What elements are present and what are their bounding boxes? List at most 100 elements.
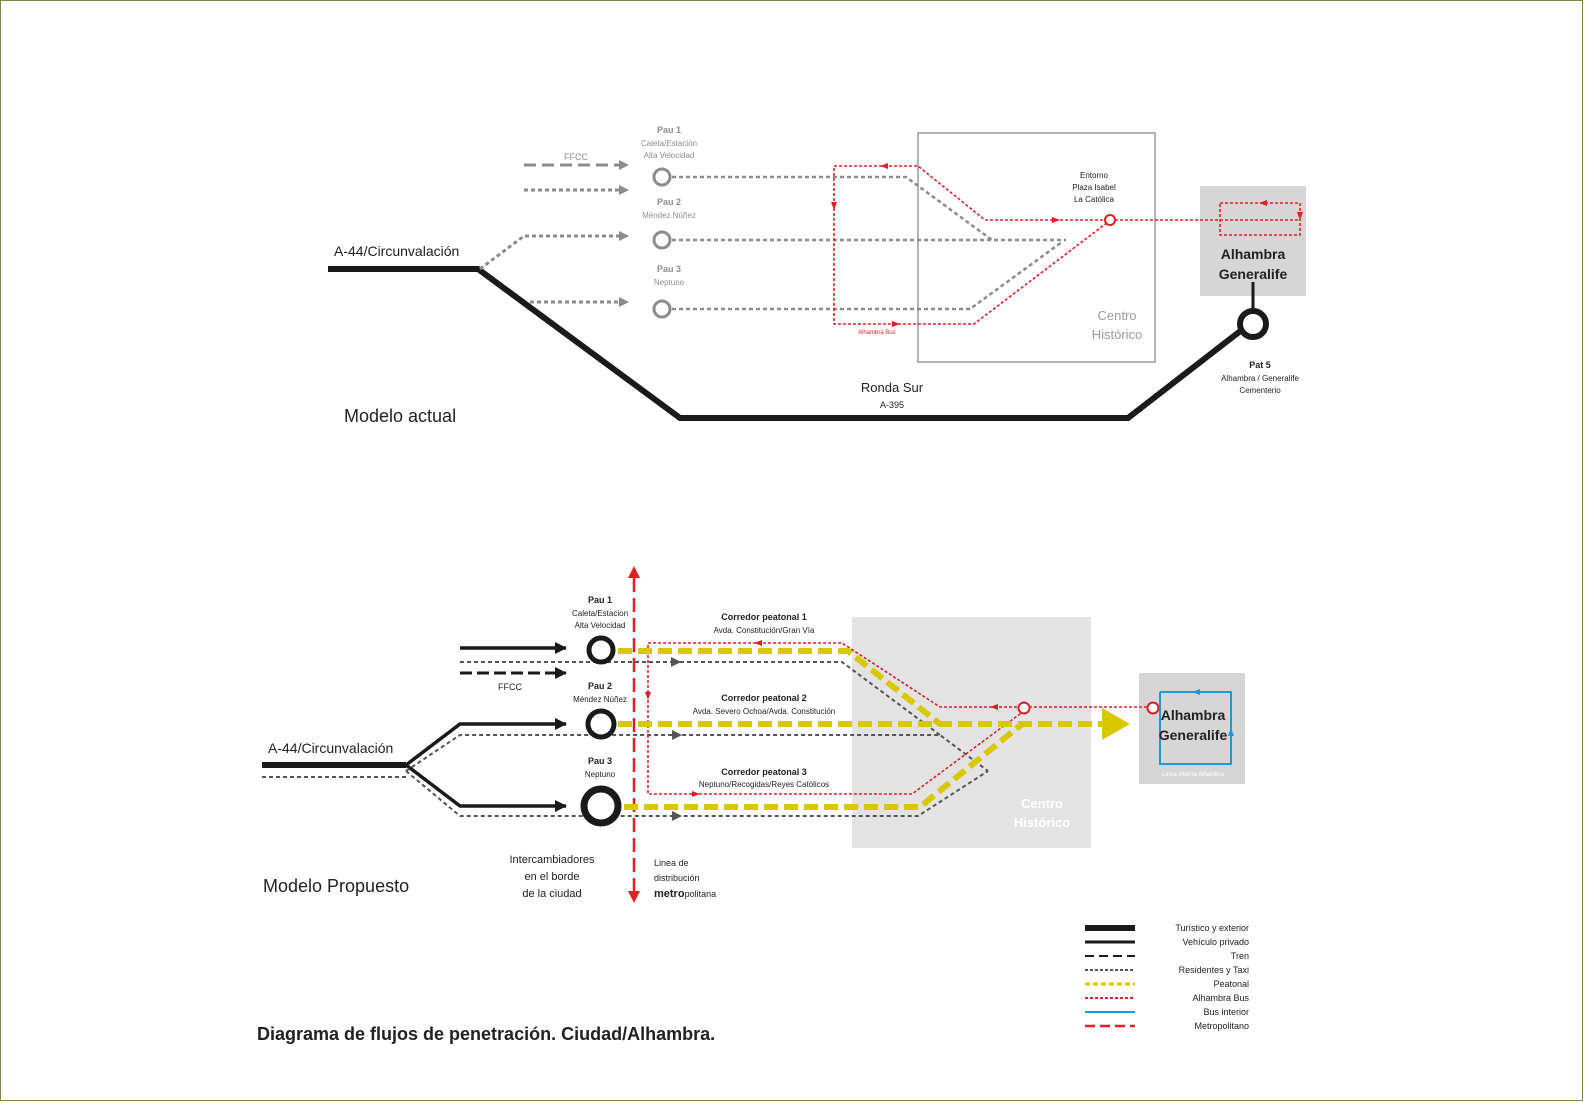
residents-pau1 [680,661,941,736]
pau3-name: Pau 3 [588,756,612,766]
plaza-node [1017,701,1031,715]
residents-arrow [672,730,682,740]
alhambra-bus-label: Alhambra Bus [858,330,896,336]
bus-arrow [754,640,762,646]
centro-line1: Centro [1021,796,1063,811]
alhambra-bus-route [833,165,1298,325]
pau2-line1: Méndez Núñez [642,211,696,220]
centro-line1: Centro [1097,308,1136,323]
pau2-line1: Méndez Núñez [573,695,627,704]
pau1-line2: Alta Velocidad [644,151,695,160]
centro-line2: Histórico [1014,815,1070,830]
bus-interior-arrow [1192,689,1200,695]
road-label: A-44/Circunvalación [268,740,393,756]
ffcc-label: FFCC [564,152,588,162]
intercambiadores-line1: Intercambiadores [510,854,595,866]
alhambra-bus-node [1146,701,1160,715]
pau1-node [586,635,616,665]
alhambra-bus-route [647,642,1152,795]
residents-pau3 [405,770,989,817]
branch-pau2 [479,231,629,271]
legend-label: Vehículo privado [1182,937,1249,947]
intercambiadores-line2: en el borde [524,871,579,883]
corredor1-line1: Avda. Constitución/Gran Vía [714,626,815,635]
pau1-line1: Caleta/Estacion [572,609,628,618]
linea-dist-line2: distribución [654,873,700,883]
bus-arrow [831,202,837,210]
corredor3-path [624,721,1024,810]
entorno-line3: La Católica [1074,195,1115,204]
pedestrian-arrowhead [1102,708,1130,740]
corredor3-line1: Neptuno/Recogidas/Reyes Católicos [699,780,829,789]
residents-arrow [672,811,682,821]
entorno-line1: Entorno [1080,171,1109,180]
centro-line2: Histórico [1092,327,1143,342]
bus-arrow [1259,200,1267,206]
linea-interna-label: Linea interna Alhambra [1162,772,1224,778]
pat5-line1: Alhambra / Generalife [1221,374,1299,383]
bus-arrow [1052,217,1060,223]
residents-pau2 [405,734,989,772]
corredor3-name: Corredor peatonal 3 [721,767,807,777]
modelo-propuesto: Modelo Propuesto A-44/Circunvalación FFC… [262,566,1245,903]
entorno-line2: Plaza Isabel [1072,183,1116,192]
bus-interior-loop [1159,691,1232,765]
bus-arrow [1297,212,1303,220]
pau3-flow [672,240,1063,311]
alhambra-bus-loop [1219,202,1301,236]
model-label: Modelo actual [344,406,456,426]
corredor1-path [618,648,942,727]
metro-arrow-down [628,891,640,903]
pau3-node [580,785,622,827]
ffcc-label: FFCC [498,682,522,692]
pau3-name: Pau 3 [657,264,681,274]
a44-road [328,266,1254,421]
alhambra-line1: Alhambra [1161,707,1226,723]
metro-bold: metro [654,888,685,900]
pau1-flow [672,175,993,242]
linea-dist-line1: Linea de [654,858,689,868]
pat5-name: Pat 5 [1249,360,1271,370]
bus-arrow [892,321,900,327]
entorno-node [1104,214,1116,226]
pau2-name: Pau 2 [657,197,681,207]
centro-historico-box [917,132,1156,363]
legend-label: Metropolitano [1194,1021,1249,1031]
legend-label: Tren [1231,951,1249,961]
corredor1-name: Corredor peatonal 1 [721,612,807,622]
legend-label: Residentes y Taxi [1179,965,1249,975]
alhambra-line1: Alhambra [1221,246,1286,262]
pau2-name: Pau 2 [588,681,612,691]
pat5-node [1237,308,1269,340]
modelo-actual: Modelo actual A-44/Circunvalación FFCC P… [328,125,1306,426]
bus-arrow [880,163,888,169]
branch-pau3 [404,763,567,812]
corredor2-line1: Avda. Severo Ochoa/Avda. Constitución [693,707,835,716]
pau1-line2: Alta Velocidad [575,621,626,630]
ronda-line2: A-395 [880,400,904,410]
pau3-line1: Neptuno [654,278,685,287]
bus-arrow [990,704,998,710]
pat5-line2: Cementerio [1239,386,1281,395]
pau1-name: Pau 1 [588,595,612,605]
legend-label: Peatonal [1213,979,1249,989]
alhambra-line2: Generalife [1219,266,1288,282]
pau1-name: Pau 1 [657,125,681,135]
pau1-line1: Caleta/Estación [641,139,697,148]
bus-arrow [692,791,700,797]
metro-arrow-up [628,566,640,578]
pau3-line1: Neptuno [585,770,616,779]
pau3-node [652,299,672,319]
alhambra-box [1200,186,1306,296]
legend-label: Turístico y exterior [1175,923,1249,933]
branch-pau2 [404,718,567,767]
model-label: Modelo Propuesto [263,876,409,896]
bus-interior-arrow [1228,728,1234,736]
legend-label: Alhambra Bus [1192,993,1249,1003]
pau2-node [652,230,672,250]
linea-dist-line3: metropolitana [654,888,716,900]
alhambra-line2: Generalife [1159,727,1228,743]
pau2-node [585,708,617,740]
intercambiadores-line3: de la ciudad [522,888,581,900]
